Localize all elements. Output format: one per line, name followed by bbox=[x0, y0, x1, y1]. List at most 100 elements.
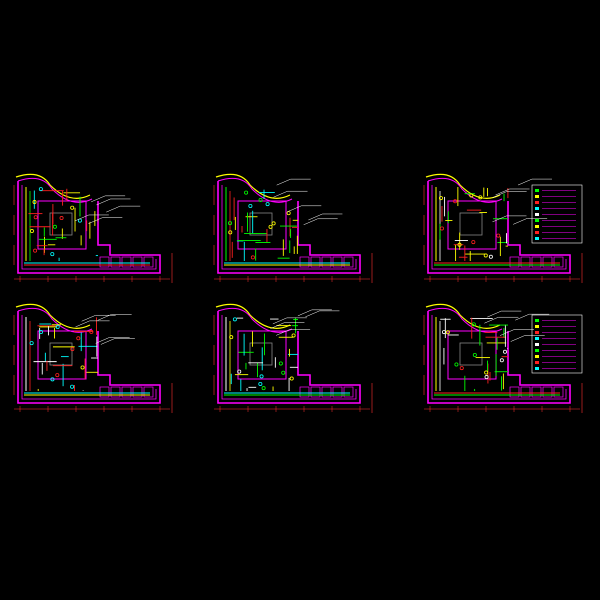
leader-line bbox=[484, 316, 499, 324]
central-room bbox=[447, 200, 497, 250]
wing-room bbox=[110, 256, 121, 268]
legend-table bbox=[531, 314, 583, 374]
leader-line bbox=[270, 322, 285, 329]
fixture-symbol bbox=[29, 229, 34, 234]
fixture-symbol bbox=[38, 187, 43, 192]
exterior-wall bbox=[17, 311, 161, 404]
curved-facade bbox=[425, 173, 501, 199]
wing-room bbox=[520, 386, 531, 398]
legend-swatch bbox=[535, 201, 539, 204]
legend-swatch bbox=[535, 319, 539, 322]
legend-swatch bbox=[535, 343, 539, 346]
leader-line bbox=[106, 205, 121, 213]
wing-room bbox=[343, 256, 354, 268]
fixture-symbol bbox=[471, 240, 476, 245]
legend-swatch bbox=[535, 337, 539, 340]
wing-room bbox=[542, 256, 553, 268]
wing-room bbox=[143, 256, 154, 268]
legend-swatch bbox=[535, 213, 539, 216]
interior-wall bbox=[431, 185, 567, 270]
fixture-symbol bbox=[271, 221, 276, 226]
leader-line bbox=[492, 215, 507, 223]
wing-room bbox=[310, 386, 321, 398]
leader-line bbox=[91, 195, 106, 203]
floor-plan-sheets bbox=[13, 173, 583, 413]
leader-line bbox=[276, 329, 291, 336]
fixture-symbol bbox=[228, 221, 233, 226]
fixture-symbol bbox=[232, 317, 237, 322]
sheet-3 bbox=[423, 173, 583, 283]
curved-wall bbox=[17, 307, 93, 333]
core-room bbox=[249, 342, 273, 366]
fixture-symbol bbox=[50, 377, 55, 382]
central-room bbox=[37, 330, 87, 380]
wing-room bbox=[343, 386, 354, 398]
curved-facade bbox=[15, 173, 91, 199]
wing-room bbox=[531, 256, 542, 268]
fixture-symbol bbox=[484, 370, 489, 375]
sheet-6 bbox=[423, 303, 583, 413]
fixture-symbol bbox=[438, 196, 443, 201]
leader-line bbox=[75, 320, 90, 328]
fixture-symbol bbox=[248, 203, 253, 208]
exterior-wall bbox=[17, 181, 161, 274]
wing-room bbox=[132, 386, 143, 398]
fixture-symbol bbox=[459, 366, 464, 371]
curved-facade bbox=[425, 303, 501, 329]
interior-wall bbox=[21, 185, 157, 270]
fixture-symbol bbox=[496, 233, 501, 238]
fixture-symbol bbox=[229, 335, 234, 340]
central-room bbox=[237, 330, 287, 380]
leader-line bbox=[273, 190, 288, 198]
exterior-wall bbox=[217, 311, 361, 404]
fixture-symbol bbox=[278, 361, 283, 366]
fixture-symbol bbox=[268, 224, 273, 229]
leader-line bbox=[96, 198, 111, 206]
fixture-symbol bbox=[70, 205, 75, 210]
legend-swatch bbox=[535, 355, 539, 358]
fixture-symbol bbox=[258, 381, 263, 386]
legend-swatch bbox=[535, 361, 539, 364]
curved-wall bbox=[427, 177, 503, 203]
leader-line bbox=[88, 217, 103, 224]
exterior-wall bbox=[427, 311, 571, 404]
curved-facade bbox=[15, 303, 91, 329]
fixture-symbol bbox=[89, 329, 94, 334]
leader-line bbox=[303, 218, 318, 226]
fixture-symbol bbox=[499, 358, 504, 363]
fixture-symbol bbox=[281, 370, 286, 375]
fixture-symbol bbox=[59, 216, 64, 221]
leader-line bbox=[297, 309, 312, 317]
wing-room bbox=[509, 256, 520, 268]
legend-swatch bbox=[535, 331, 539, 334]
core-room bbox=[459, 212, 483, 236]
leader-line bbox=[510, 335, 525, 342]
fixture-symbol bbox=[55, 373, 60, 378]
fixture-symbol bbox=[445, 330, 450, 335]
legend-swatch bbox=[535, 349, 539, 352]
fixture-symbol bbox=[76, 336, 81, 341]
wing-room bbox=[143, 386, 154, 398]
legend-swatch bbox=[535, 189, 539, 192]
leader-line bbox=[513, 218, 528, 225]
core-room bbox=[459, 342, 483, 366]
fixture-symbol bbox=[261, 386, 266, 391]
wing-room bbox=[310, 256, 321, 268]
wing-room bbox=[121, 386, 132, 398]
fixture-symbol bbox=[291, 333, 296, 338]
fixture-symbol bbox=[265, 202, 270, 207]
wing-room bbox=[520, 256, 531, 268]
fixture-symbol bbox=[39, 330, 44, 335]
leader-line bbox=[305, 310, 320, 318]
fixture-symbol bbox=[503, 349, 508, 354]
wing-room bbox=[553, 386, 564, 398]
legend-swatch bbox=[535, 237, 539, 240]
legend-swatch bbox=[535, 231, 539, 234]
legend-swatch bbox=[535, 207, 539, 210]
core-room bbox=[49, 342, 73, 366]
wing-room bbox=[509, 386, 520, 398]
leader-line bbox=[487, 310, 502, 318]
fixture-symbol bbox=[488, 254, 493, 259]
sheet-5 bbox=[213, 303, 373, 413]
